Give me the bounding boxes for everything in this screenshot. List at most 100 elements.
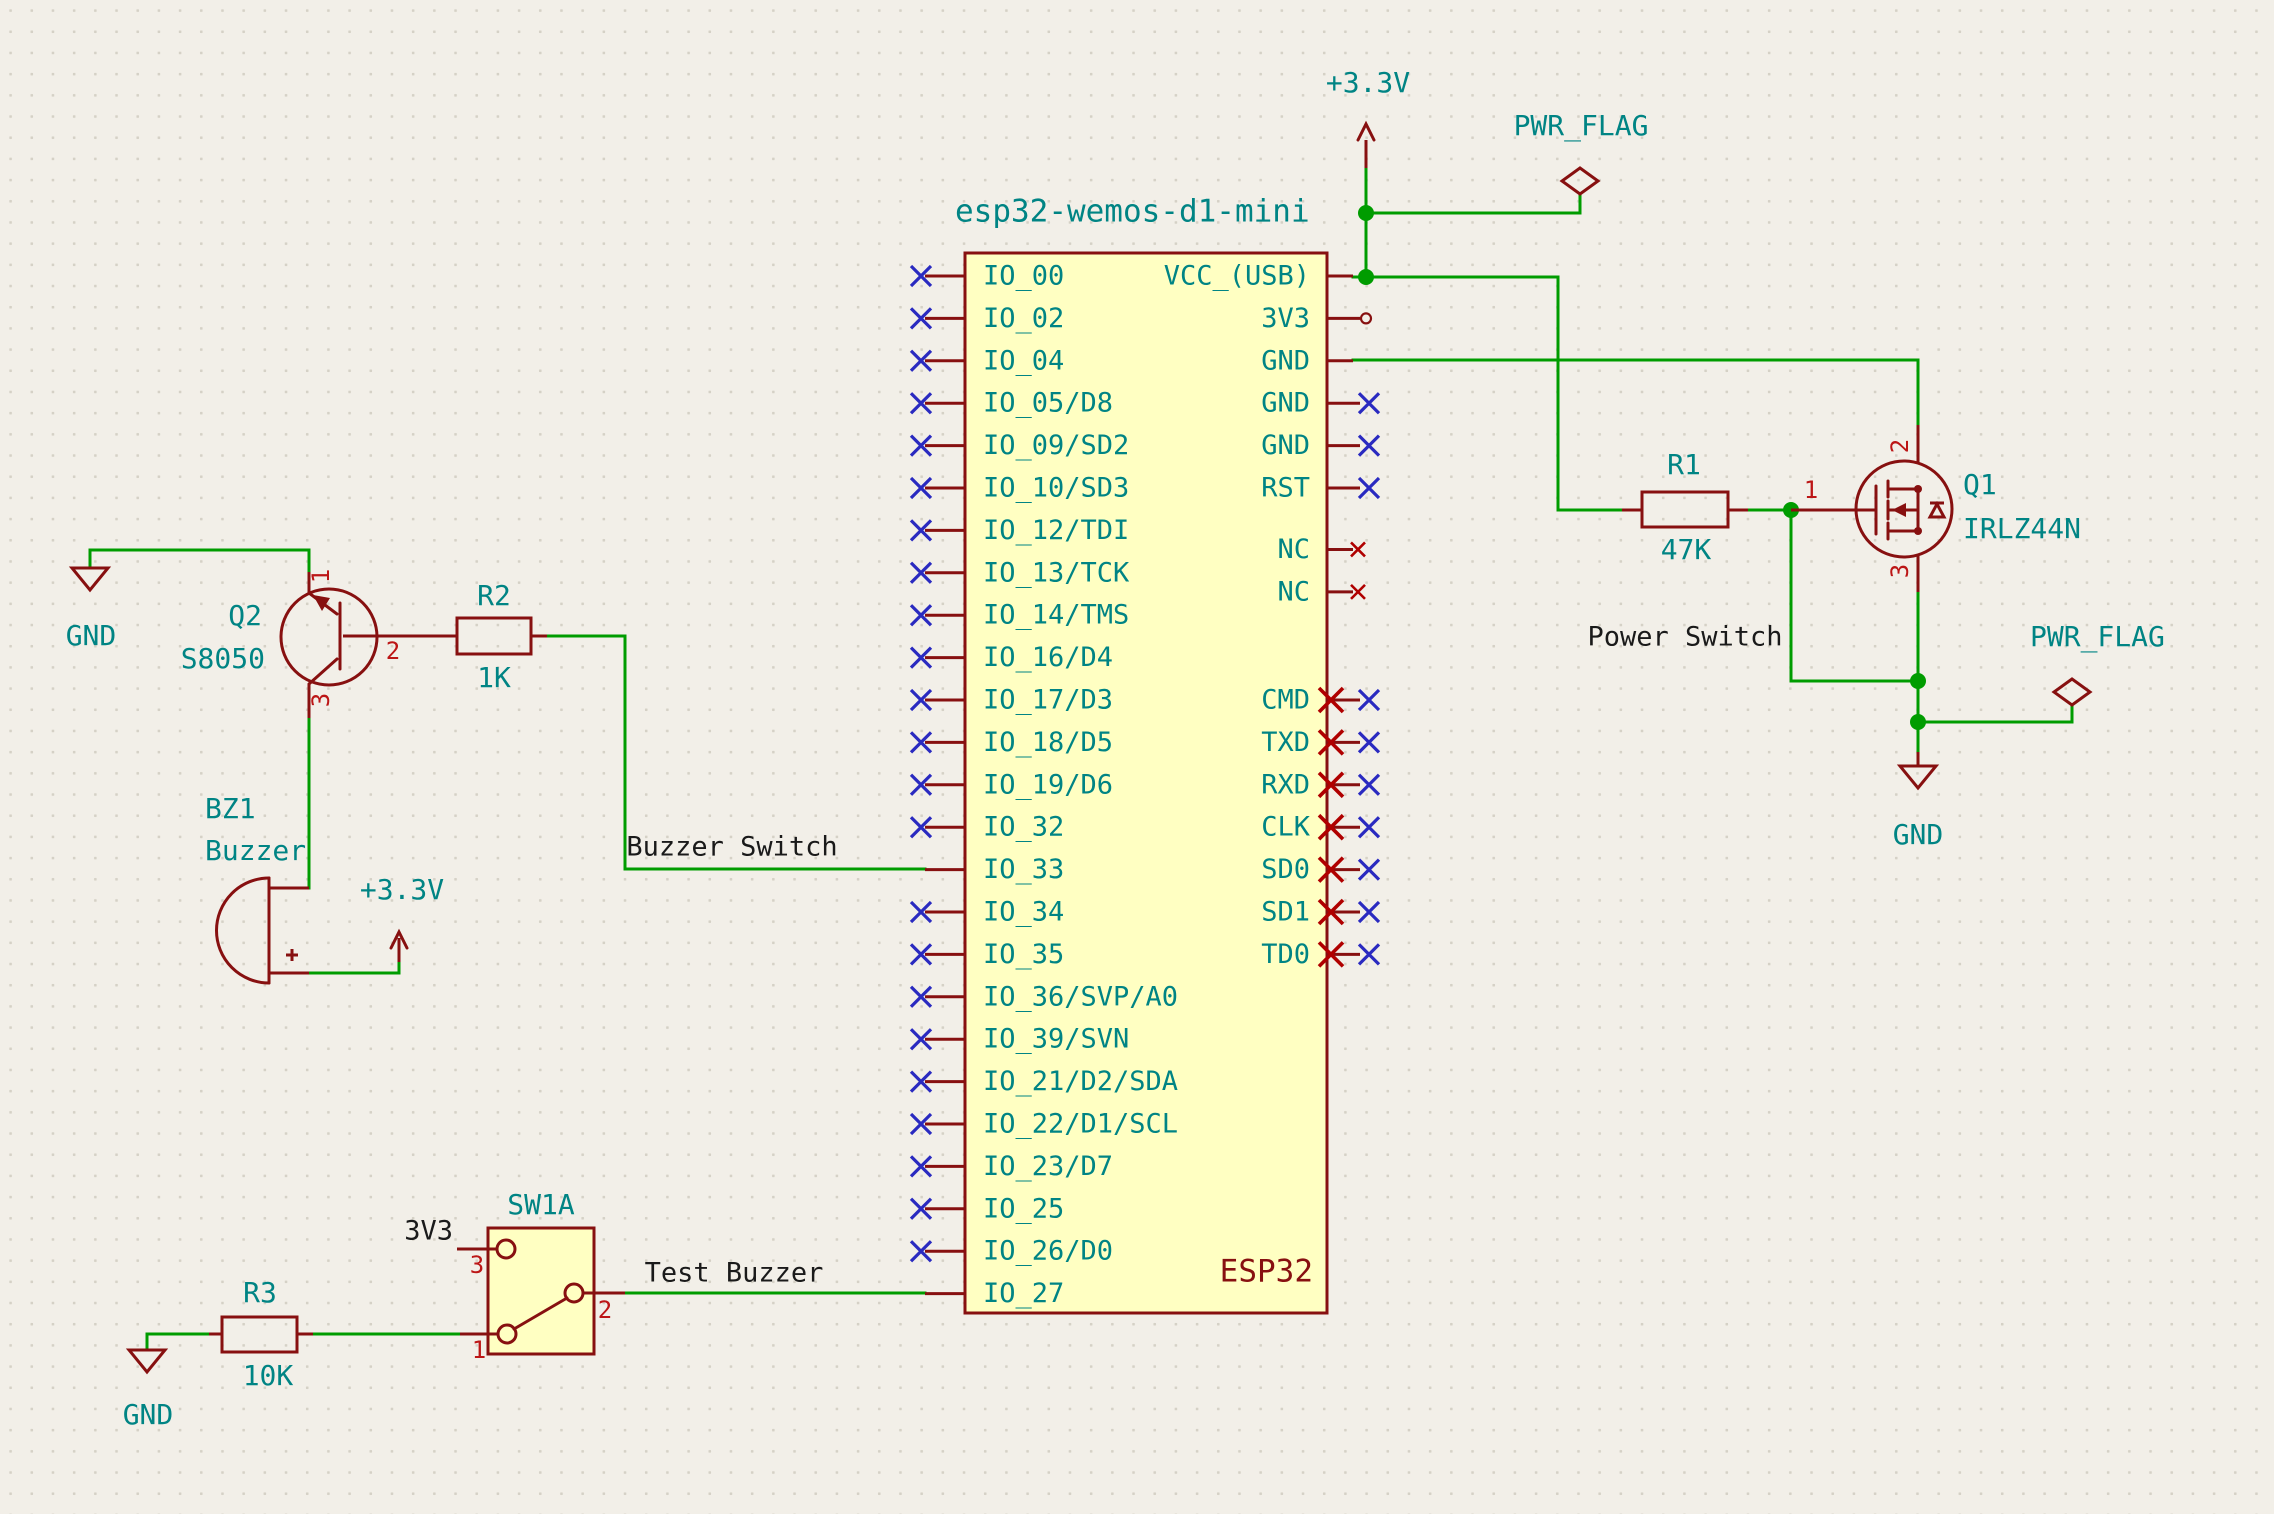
pin-left-IO_25[interactable]: IO_25 (909, 1193, 1064, 1224)
pin-right-VCC_(USB)[interactable]: VCC_(USB) (1164, 261, 1353, 292)
r1-ref[interactable]: R1 (1667, 448, 1701, 481)
pin-right-3V3[interactable]: 3V3 (1261, 303, 1373, 334)
pin-left-IO_26/D0[interactable]: IO_26/D0 (909, 1236, 1113, 1267)
r1-value[interactable]: 47K (1661, 533, 1712, 566)
pin-right-TXD[interactable]: TXD (1261, 727, 1381, 758)
pin-left-IO_05/D8[interactable]: IO_05/D8 (909, 388, 1113, 419)
wire-33v-to-pwrflag[interactable] (1364, 192, 1582, 215)
gnd-q2-label[interactable]: GND (66, 619, 117, 652)
sw1a-switch[interactable]: SW1A 3 1 2 (457, 1188, 625, 1364)
pin-left-IO_19/D6[interactable]: IO_19/D6 (909, 769, 1113, 800)
pin-left-IO_04[interactable]: IO_04 (909, 345, 1064, 376)
pin-left-IO_09/SD2[interactable]: IO_09/SD2 (909, 430, 1129, 461)
wire-buzzer-to-3v3[interactable] (307, 960, 401, 975)
no-connect-x-icon (1357, 688, 1381, 712)
v33-symbol-buzzer[interactable]: +3.3V (360, 873, 444, 962)
pin-right-SD1[interactable]: SD1 (1261, 897, 1381, 928)
v33-buzzer-label[interactable]: +3.3V (360, 873, 444, 906)
wire-gate-down[interactable] (1789, 508, 1920, 683)
esp32-module[interactable]: esp32-wemos-d1-mini ESP32 IO_00IO_02IO_0… (909, 194, 1381, 1315)
pin-left-IO_02[interactable]: IO_02 (909, 303, 1064, 334)
r1-body[interactable] (1640, 490, 1730, 529)
pin-left-IO_12/TDI[interactable]: IO_12/TDI (909, 515, 1129, 546)
pin-left-IO_14/TMS[interactable]: IO_14/TMS (909, 600, 1129, 631)
gnd-right-label[interactable]: GND (1893, 818, 1944, 851)
pwr-flag-top-label[interactable]: PWR_FLAG (1514, 109, 1649, 143)
pin-left-IO_13/TCK[interactable]: IO_13/TCK (909, 557, 1130, 588)
r2-body[interactable] (455, 616, 533, 656)
r2-ref[interactable]: R2 (477, 579, 511, 612)
wire-gnd-to-r3[interactable] (145, 1332, 211, 1352)
pin-right-GND[interactable]: GND (1261, 388, 1381, 419)
pin-right-NC[interactable]: NC (1277, 534, 1366, 565)
r2-resistor[interactable]: R2 1K (455, 579, 547, 694)
pin-left-IO_36/SVP/A0[interactable]: IO_36/SVP/A0 (909, 981, 1178, 1012)
pin-left-IO_32[interactable]: IO_32 (909, 812, 1064, 843)
r3-body[interactable] (220, 1315, 299, 1354)
v33-top-label[interactable]: +3.3V (1326, 66, 1410, 99)
pin-right-TD0[interactable]: TD0 (1261, 939, 1381, 970)
bz1-buzzer[interactable]: BZ1 Buzzer (205, 792, 309, 985)
gnd-bl-label[interactable]: GND (123, 1398, 174, 1431)
net-label-test-buzzer[interactable]: Test Buzzer (645, 1258, 824, 1289)
q1-value[interactable]: IRLZ44N (1963, 512, 2081, 545)
gnd-symbol-bottom-left[interactable]: GND (123, 1348, 174, 1431)
q1-ref[interactable]: Q1 (1963, 468, 1997, 501)
pin-left-IO_00[interactable]: IO_00 (909, 261, 1064, 292)
pwr-flag-right-label[interactable]: PWR_FLAG (2030, 620, 2165, 654)
wire-gnd-pin-to-q1-drain[interactable] (1351, 358, 1920, 427)
pin-right-RXD[interactable]: RXD (1261, 769, 1381, 800)
q1-diode-triangle (1927, 500, 1947, 519)
bz1-arc[interactable] (215, 876, 271, 985)
pin-right-NC[interactable]: NC (1277, 576, 1366, 607)
sw1a-body[interactable] (486, 1226, 596, 1356)
mcu-title[interactable]: esp32-wemos-d1-mini (955, 194, 1310, 230)
q2-value[interactable]: S8050 (181, 642, 265, 675)
bz1-value[interactable]: Buzzer (205, 834, 306, 867)
junction-source-b (1910, 714, 1926, 730)
r1-resistor[interactable]: R1 47K 1 (1622, 448, 1818, 566)
v33-symbol-top[interactable]: +3.3V (1326, 66, 1410, 168)
pin-left-IO_22/D1/SCL[interactable]: IO_22/D1/SCL (909, 1109, 1178, 1140)
gnd-symbol-right[interactable]: GND (1893, 752, 1944, 851)
pin-left-IO_39/SVN[interactable]: IO_39/SVN (909, 1024, 1129, 1055)
wire-gnd-to-q2-emitter[interactable] (88, 548, 311, 574)
mcu-body[interactable] (963, 251, 1329, 1315)
pin-left-IO_34[interactable]: IO_34 (909, 897, 1064, 928)
net-label-buzzer-switch[interactable]: Buzzer Switch (626, 832, 837, 863)
pin-right-RST[interactable]: RST (1261, 473, 1381, 504)
r2-value[interactable]: 1K (477, 661, 511, 694)
q2-ref[interactable]: Q2 (228, 599, 262, 632)
r3-resistor[interactable]: R3 10K (209, 1276, 313, 1392)
pwr-flag-right[interactable]: PWR_FLAG (2030, 620, 2165, 707)
pin-left-IO_23/D7[interactable]: IO_23/D7 (909, 1151, 1113, 1182)
pin-right-CLK[interactable]: CLK (1261, 812, 1381, 843)
wire-r2-to-io33[interactable] (545, 634, 927, 871)
pin-left-IO_16/D4[interactable]: IO_16/D4 (909, 642, 1113, 673)
pin-right-GND[interactable]: GND (1261, 345, 1353, 376)
pin-right-SD0[interactable]: SD0 (1261, 854, 1381, 885)
q1-mosfet[interactable]: Q1 IRLZ44N 2 3 (1791, 425, 2081, 592)
pin-right-CMD[interactable]: CMD (1261, 685, 1381, 716)
wire-vcc-to-r1[interactable] (1351, 275, 1624, 512)
r3-value[interactable]: 10K (243, 1359, 294, 1392)
pwr-flag-top[interactable]: PWR_FLAG (1514, 109, 1649, 196)
pin-left-IO_18/D5[interactable]: IO_18/D5 (909, 727, 1113, 758)
pin-left-IO_17/D3[interactable]: IO_17/D3 (909, 685, 1113, 716)
pin-left-IO_10/SD3[interactable]: IO_10/SD3 (909, 473, 1129, 504)
r3-ref[interactable]: R3 (243, 1276, 277, 1309)
sw1a-lever[interactable] (512, 1296, 569, 1331)
net-label-3v3[interactable]: 3V3 (404, 1216, 453, 1247)
bz1-ref[interactable]: BZ1 (205, 792, 256, 825)
sw1a-ref[interactable]: SW1A (507, 1188, 575, 1221)
pin-label: IO_32 (983, 812, 1064, 843)
net-label-power-switch[interactable]: Power Switch (1587, 622, 1782, 653)
pin-left-IO_35[interactable]: IO_35 (909, 939, 1064, 970)
q2-transistor[interactable]: Q2 S8050 1 2 3 (181, 569, 457, 718)
pin-right-GND[interactable]: GND (1261, 430, 1381, 461)
gnd-symbol-q2[interactable]: GND (66, 566, 117, 652)
pin-left-IO_27[interactable]: IO_27 (925, 1278, 1064, 1309)
pin-left-IO_21/D2/SDA[interactable]: IO_21/D2/SDA (909, 1066, 1178, 1097)
wire-source-to-pwrflag[interactable] (1916, 703, 2074, 724)
pin-left-IO_33[interactable]: IO_33 (925, 854, 1064, 885)
